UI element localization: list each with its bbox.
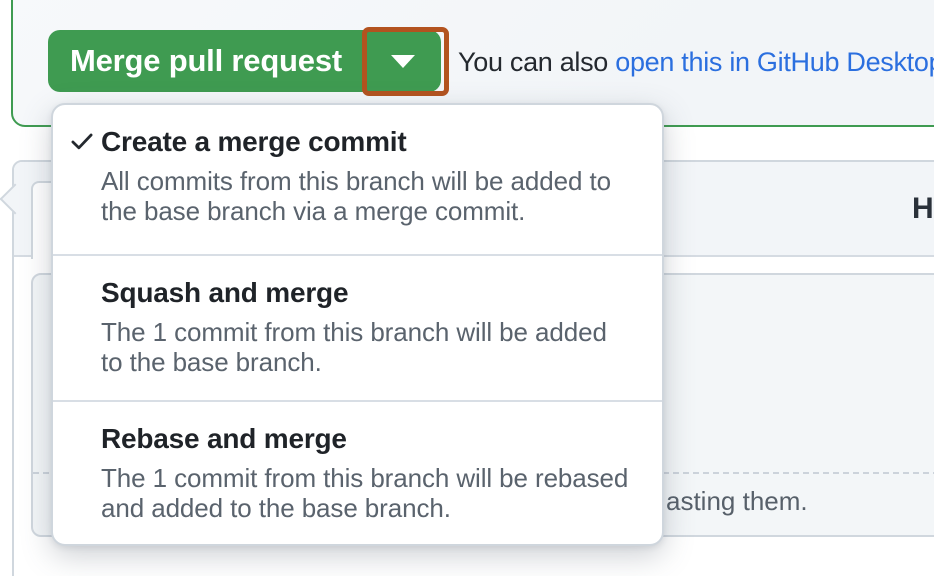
merge-pull-request-button[interactable]: Merge pull request [48, 30, 441, 92]
menu-item-description: All commits from this branch will be add… [101, 166, 611, 226]
menu-item-description: The 1 commit from this branch will be ad… [101, 317, 607, 377]
menu-item-title: Rebase and merge [101, 423, 347, 454]
menu-item-title: Create a merge commit [101, 126, 407, 157]
check-icon [71, 133, 93, 150]
merge-options-toggle[interactable] [364, 30, 441, 92]
menu-item-create-merge-commit[interactable]: Create a merge commit All commits from t… [53, 105, 662, 254]
menu-item-description: The 1 commit from this branch will be re… [101, 463, 629, 523]
menu-item-rebase-and-merge[interactable]: Rebase and merge The 1 commit from this … [53, 400, 662, 544]
github-desktop-link[interactable]: open this in GitHub Desktop [615, 47, 934, 77]
attach-files-hint[interactable]: asting them. [666, 486, 808, 516]
merge-options-menu: Create a merge commit All commits from t… [51, 103, 664, 546]
heading-icon[interactable]: H [912, 192, 934, 225]
desktop-hint-prefix: You can also [458, 47, 616, 77]
menu-item-squash-and-merge[interactable]: Squash and merge The 1 commit from this … [53, 254, 662, 400]
menu-item-title: Squash and merge [101, 277, 349, 308]
chevron-down-icon [391, 55, 415, 68]
desktop-hint: You can also open this in GitHub Desktop [458, 47, 934, 78]
merge-button-label: Merge pull request [69, 43, 342, 78]
